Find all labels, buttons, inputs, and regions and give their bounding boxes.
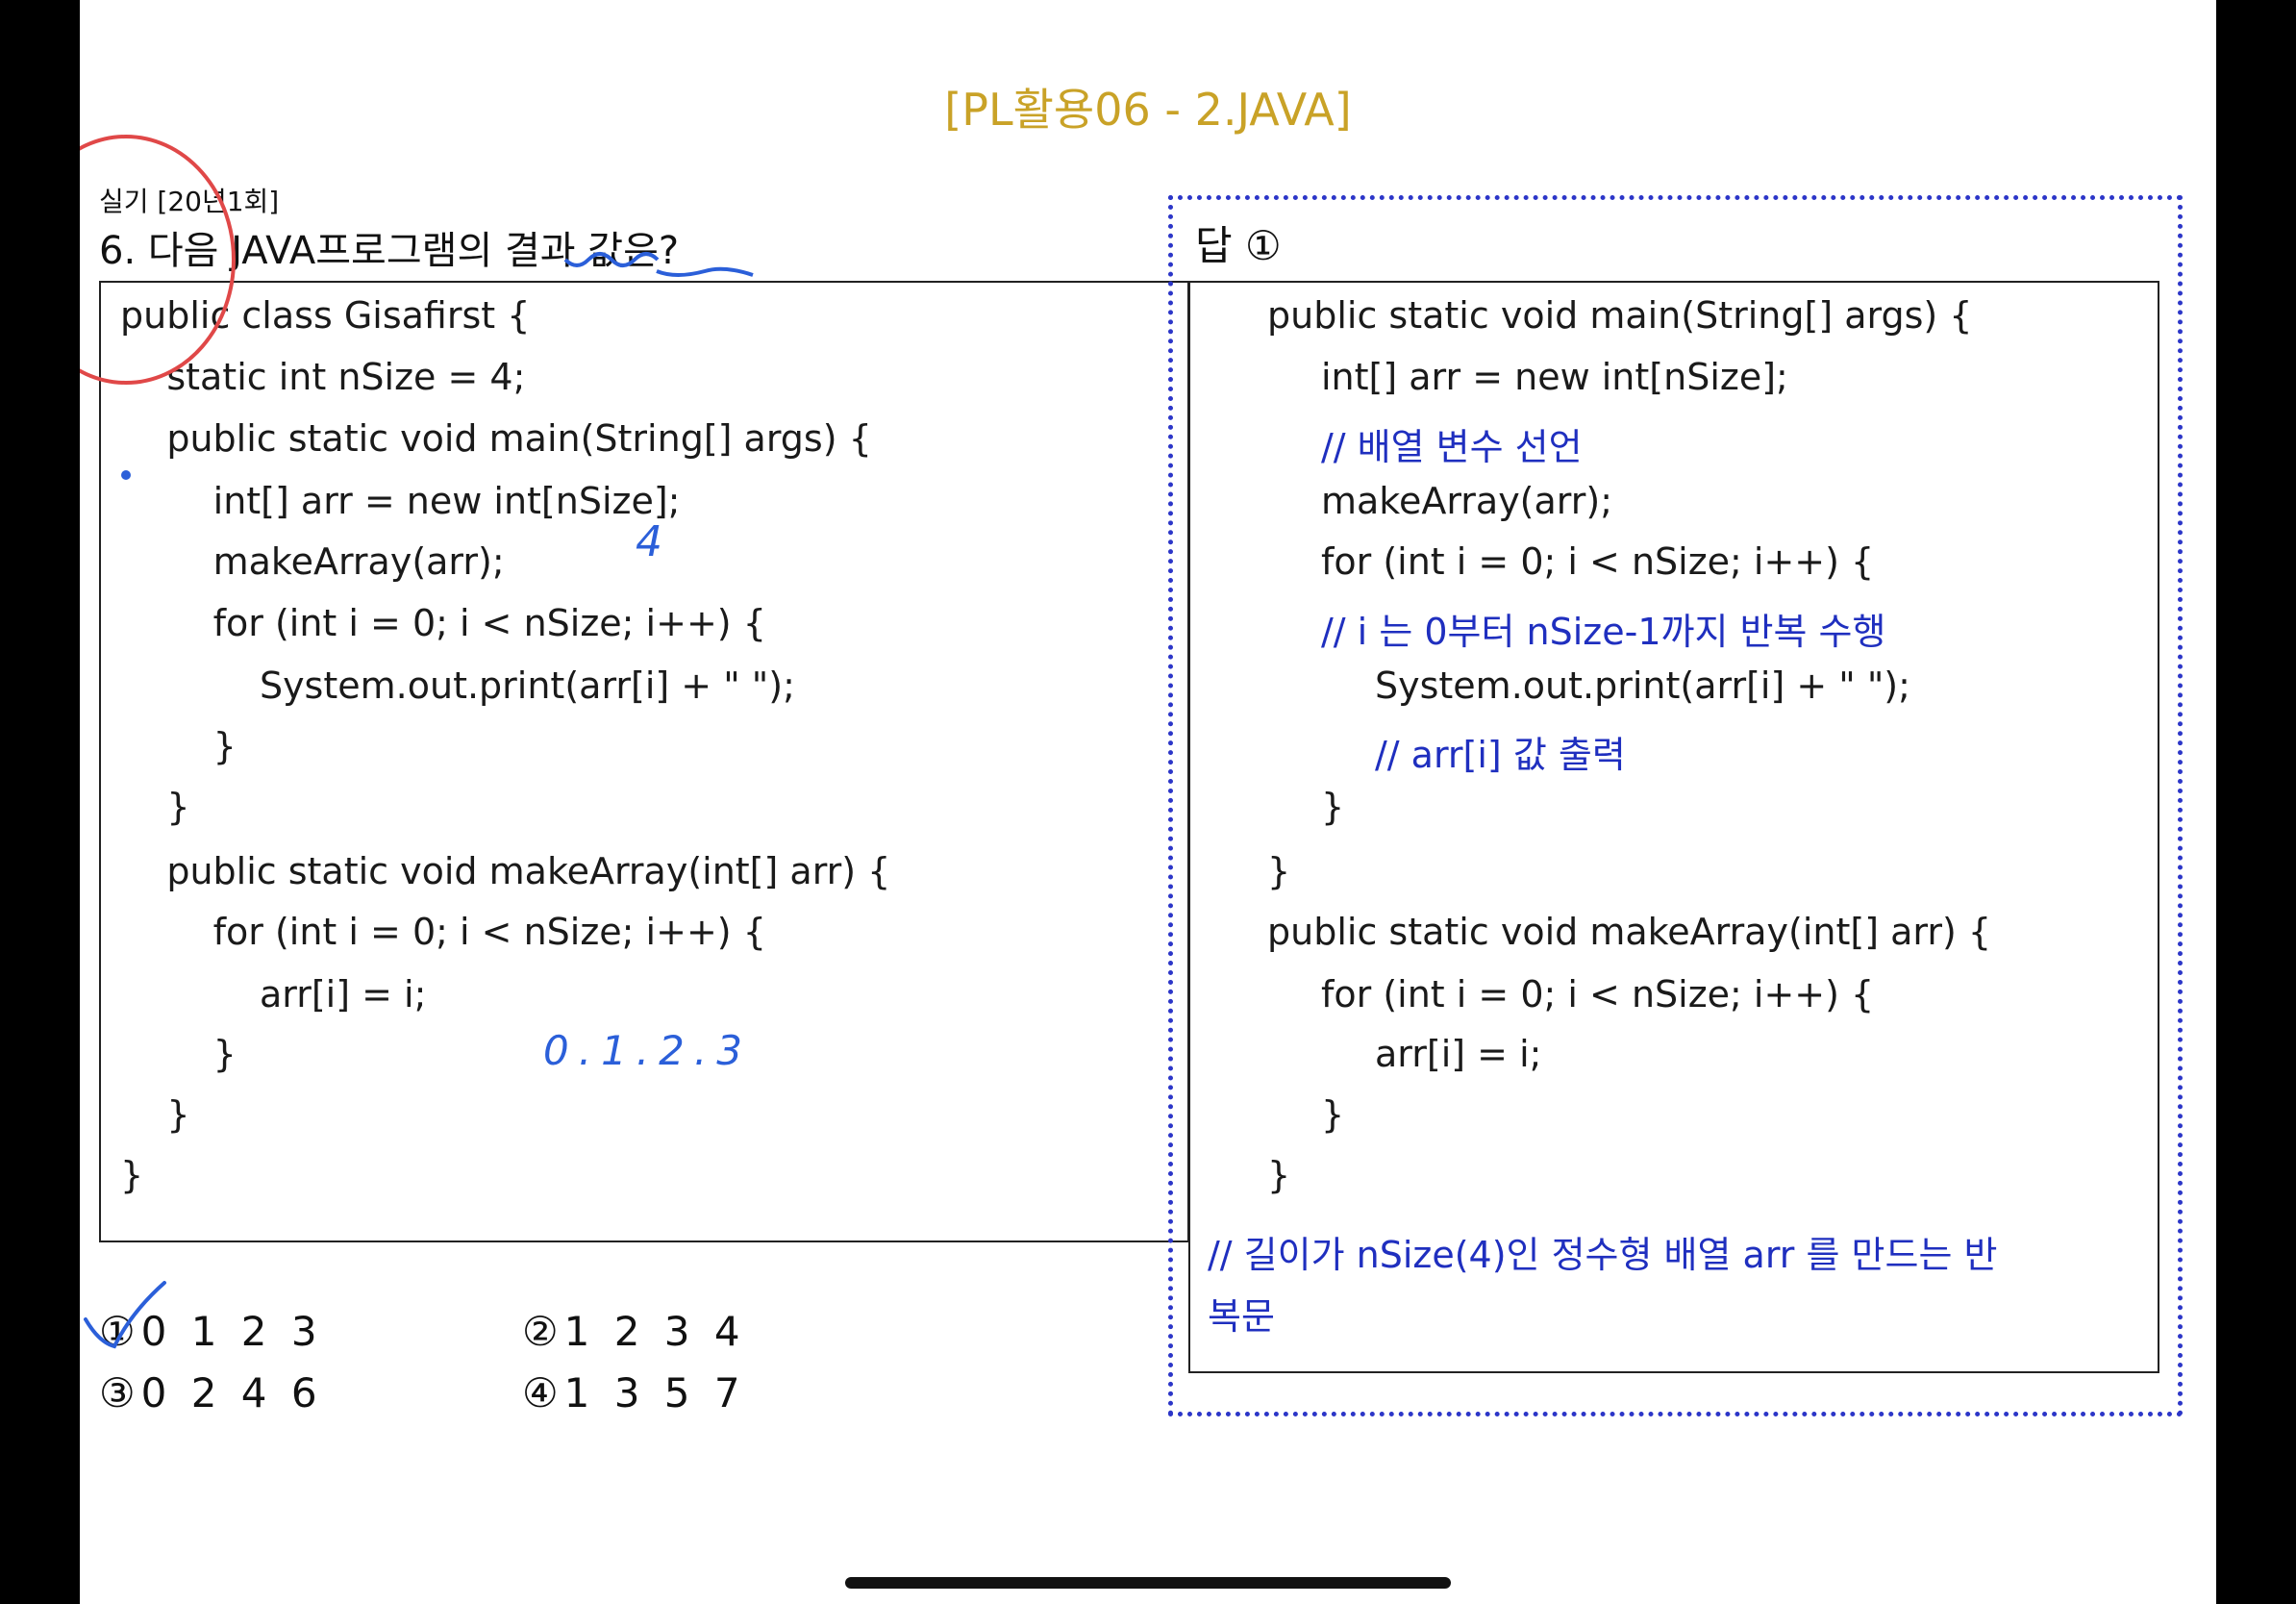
answer-comment: // 길이가 nSize(4)인 정수형 배열 arr 를 만드는 반 <box>1208 1234 1998 1276</box>
answer-line: System.out.print(arr[i] + " "); <box>1375 664 1910 707</box>
code-line: } <box>120 725 237 767</box>
slide-page: [PL활용06 - 2.JAVA] 실기 [20년1회] 6. 다음 JAVA프… <box>80 0 2216 1604</box>
home-indicator <box>845 1577 1451 1589</box>
answer-line: public static void makeArray(int[] arr) … <box>1267 911 1992 953</box>
choice-4: ④1 3 5 7 <box>522 1369 746 1416</box>
answer-line: for (int i = 0; i < nSize; i++) { <box>1321 540 1875 583</box>
code-line: arr[i] = i; <box>120 973 427 1015</box>
choice-1: ①0 1 2 3 <box>99 1308 323 1355</box>
answer-line: makeArray(arr); <box>1321 480 1612 522</box>
answer-line: arr[i] = i; <box>1375 1033 1542 1075</box>
code-line: makeArray(arr); <box>120 540 505 583</box>
answer-line: int[] arr = new int[nSize]; <box>1321 356 1788 398</box>
code-line: static int nSize = 4; <box>120 356 526 398</box>
code-line: for (int i = 0; i < nSize; i++) { <box>120 602 766 644</box>
answer-comment: // i 는 0부터 nSize-1까지 반복 수행 <box>1321 611 1886 653</box>
answer-line: for (int i = 0; i < nSize; i++) { <box>1321 973 1875 1015</box>
answer-line: } <box>1321 1093 1345 1136</box>
code-line: for (int i = 0; i < nSize; i++) { <box>120 911 766 953</box>
question-text: 6. 다음 JAVA프로그램의 결과 값은? <box>99 229 680 273</box>
answer-line: } <box>1267 1154 1291 1196</box>
answer-frame <box>1168 195 2183 1416</box>
answer-line: } <box>1267 850 1291 892</box>
choice-3: ③0 2 4 6 <box>99 1369 323 1416</box>
code-line: public static void main(String[] args) { <box>120 417 872 460</box>
answer-comment: 복문 <box>1208 1295 1275 1338</box>
answer-comment: // 배열 변수 선언 <box>1321 426 1583 468</box>
answer-line: } <box>1321 786 1345 828</box>
code-line: } <box>120 1154 144 1196</box>
choice-2: ②1 2 3 4 <box>522 1308 746 1355</box>
answer-code-box: public static void main(String[] args) {… <box>1188 281 2159 1373</box>
answer-comment: // arr[i] 값 출력 <box>1375 734 1626 776</box>
code-line: System.out.print(arr[i] + " "); <box>120 664 795 707</box>
code-line: public static void makeArray(int[] arr) … <box>120 850 891 892</box>
question-code-box: public class Gisafirst { static int nSiz… <box>99 281 1189 1242</box>
code-line: } <box>120 1033 237 1075</box>
answer-label: 답 ① <box>1195 222 1282 269</box>
code-line: int[] arr = new int[nSize]; <box>120 480 681 522</box>
code-line: public class Gisafirst { <box>120 294 531 337</box>
answer-line: public static void main(String[] args) { <box>1267 294 1973 337</box>
exam-tag: 실기 [20년1회] <box>99 186 280 217</box>
handwritten-note-values: 0.1.2.3 <box>543 1027 752 1074</box>
code-line: } <box>120 786 190 828</box>
code-line: } <box>120 1093 190 1136</box>
handwritten-note-size: 4 <box>636 517 672 566</box>
slide-title: [PL활용06 - 2.JAVA] <box>944 84 1352 136</box>
